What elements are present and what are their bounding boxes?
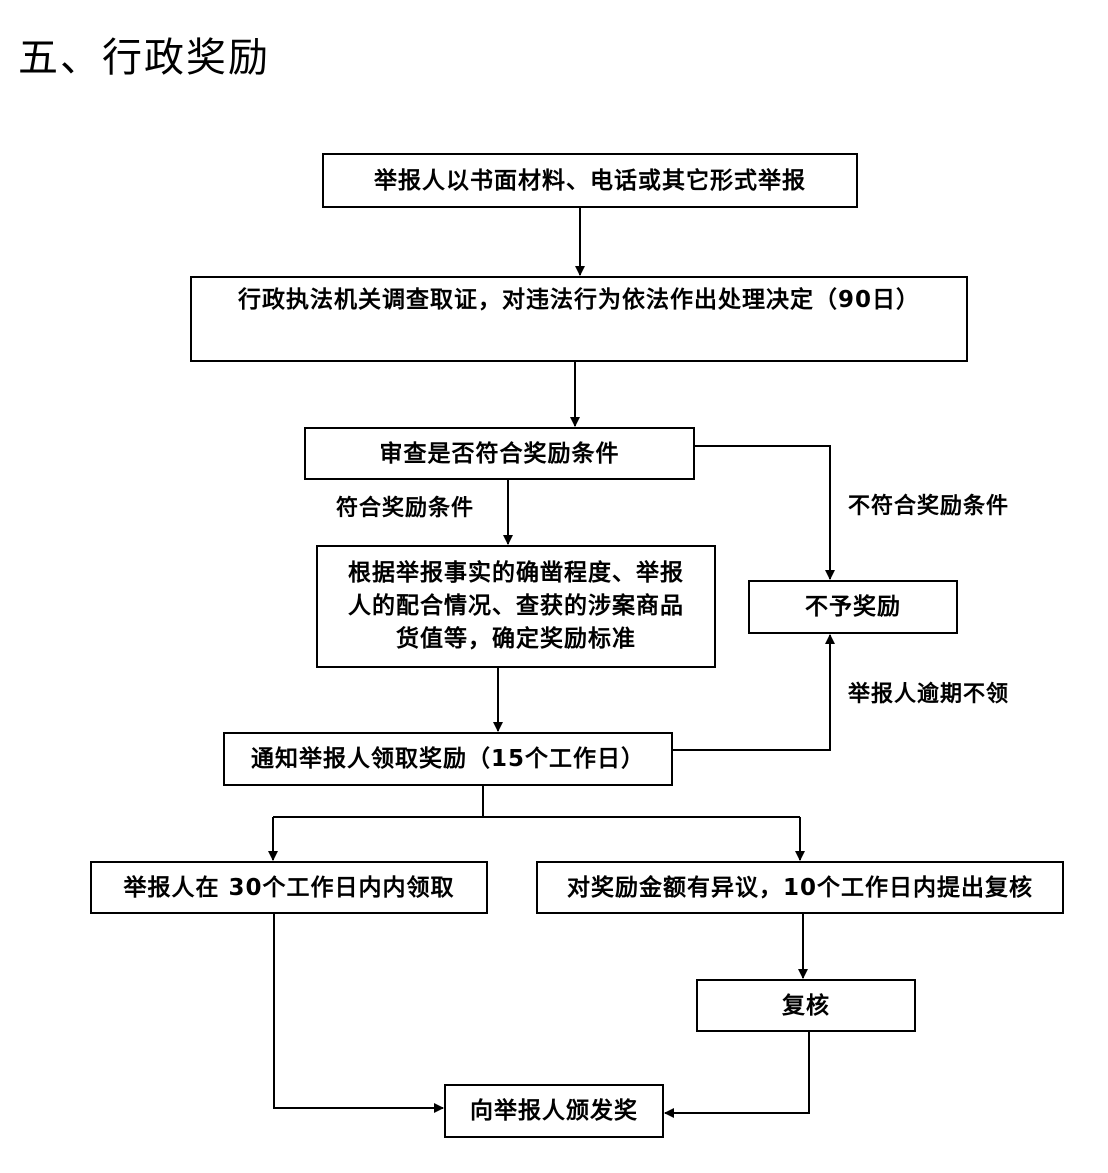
edge-label-overdue: 举报人逾期不领 [848,682,1010,707]
edge-label-qualified: 符合奖励条件 [336,496,475,521]
node-no-reward: 不予奖励 [748,580,958,634]
node-investigate: 行政执法机关调查取证，对违法行为依法作出处理决定（90日） [190,276,968,362]
arrow-recheck-to-issue [664,1031,810,1118]
arrow-claim-to-issue [273,913,444,1113]
node-report-label: 举报人以书面材料、电话或其它形式举报 [374,167,806,194]
node-recheck: 复核 [696,979,916,1032]
node-claim: 举报人在 30个工作日内内领取 [90,861,488,914]
node-objection-label: 对奖励金额有异议，10个工作日内提出复核 [566,874,1033,901]
node-claim-label: 举报人在 30个工作日内内领取 [123,874,455,901]
node-objection: 对奖励金额有异议，10个工作日内提出复核 [536,861,1064,914]
node-standard: 根据举报事实的确凿程度、举报 人的配合情况、查获的涉案商品 货值等，确定奖励标准 [316,545,716,668]
edge-label-not-qualified: 不符合奖励条件 [848,494,1010,519]
node-standard-line-1: 根据举报事实的确凿程度、举报 [348,560,684,586]
node-standard-line-3: 货值等，确定奖励标准 [396,626,636,652]
node-notify-label: 通知举报人领取奖励（15个工作日） [250,746,645,772]
node-issue-label: 向举报人颁发奖 [470,1098,638,1124]
arrow-review-to-no-reward [694,445,835,580]
node-report: 举报人以书面材料、电话或其它形式举报 [322,153,858,208]
node-standard-line-2: 人的配合情况、查获的涉案商品 [348,593,684,619]
node-issue: 向举报人颁发奖 [444,1084,664,1138]
page-title: 五、行政奖励 [18,35,270,81]
node-recheck-label: 复核 [782,992,830,1019]
arrow-notify-to-no-reward [672,634,835,751]
node-review: 审查是否符合奖励条件 [304,427,695,480]
node-review-label: 审查是否符合奖励条件 [379,440,620,467]
node-investigate-label: 行政执法机关调查取证，对违法行为依法作出处理决定（90日） [237,287,920,313]
node-no-reward-label: 不予奖励 [805,594,901,620]
node-notify: 通知举报人领取奖励（15个工作日） [223,732,673,786]
